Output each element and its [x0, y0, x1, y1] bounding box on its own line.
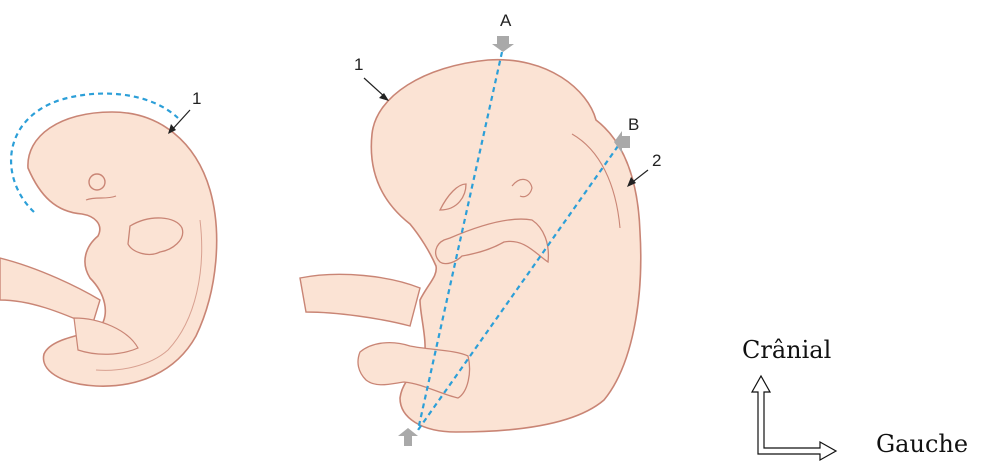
right-label-1: 1: [354, 55, 363, 74]
cranial-arrow: [752, 376, 836, 460]
marker-bottom-arrow: [398, 428, 418, 446]
right-label-2: 2: [652, 151, 661, 170]
right-umbilical-cord: [300, 274, 420, 326]
left-direction-label: Gauche: [876, 430, 968, 458]
left-label-1: 1: [192, 89, 201, 108]
left-embryo-eye: [89, 174, 105, 190]
right-embryo: A B 1 2: [300, 11, 661, 446]
orientation-axes: Crânial Gauche: [742, 336, 968, 460]
right-label-1-arrowhead: [379, 93, 389, 101]
marker-a-arrow: [492, 36, 514, 52]
left-embryo: 1: [0, 89, 217, 386]
cranial-label: Crânial: [742, 336, 831, 364]
point-b-label: B: [628, 115, 639, 134]
point-a-label: A: [500, 11, 512, 30]
